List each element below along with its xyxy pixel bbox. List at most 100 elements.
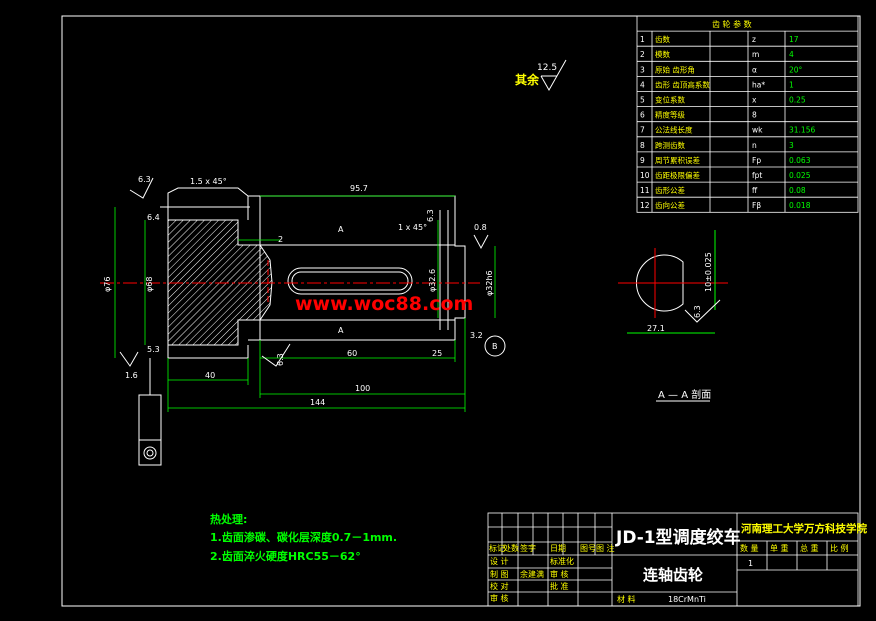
param-name: 跨测齿数 [655, 140, 685, 150]
tb-cell-c2: 处数 [503, 543, 519, 553]
param-symbol: fpt [752, 171, 762, 180]
tb-cell-g2: 批 准 [550, 581, 569, 591]
param-symbol: Fβ [752, 201, 761, 210]
tb-cell-f1: 校 对 [490, 581, 509, 591]
section-label: A — A 剖面 [658, 388, 711, 401]
param-symbol: wk [752, 126, 763, 135]
border-frame [61, 15, 861, 607]
param-value: 0.018 [789, 201, 811, 210]
tb-cell-d2: 标准化 [550, 556, 574, 566]
param-value: 0.08 [789, 186, 806, 195]
param-no: 3 [640, 65, 645, 74]
param-name: 周节累积误差 [655, 155, 700, 165]
param-symbol: n [752, 141, 757, 150]
dim-roughness-top-left: 6.3 [138, 175, 151, 184]
param-name: 变位系数 [655, 95, 685, 105]
param-no: 11 [640, 186, 650, 195]
tb-qty-value: 1 [748, 559, 753, 568]
tb-cell-c4: 日期 [550, 544, 566, 553]
dim-datum-b: B [492, 342, 498, 351]
dimensions [114, 195, 496, 412]
param-name: 齿形公差 [655, 185, 685, 195]
watermark: www.woc88.com [295, 293, 473, 315]
param-name: 原始 齿形角 [655, 64, 695, 74]
param-value: 0.063 [789, 156, 811, 165]
dim-section-a-top: A [338, 225, 344, 234]
dim-95-7: 95.7 [350, 184, 368, 193]
title-block-text: JD-1型调度绞车 连轴齿轮 河南理工大学万方科技学院 18CrMnTi 标记 … [489, 522, 867, 604]
param-symbol: ff [752, 186, 758, 195]
param-value: 0.025 [789, 171, 811, 180]
dim-3-2: 3.2 [470, 331, 483, 340]
dim-dia-left-outer: φ76 [103, 277, 112, 292]
tolerance-frame [138, 358, 162, 466]
tb-cell-e1: 制 图 [490, 569, 509, 579]
school-name: 河南理工大学万方科技学院 [741, 522, 867, 535]
param-name: 齿数 [655, 34, 670, 44]
param-name: 精度等级 [655, 110, 685, 120]
remainder-roughness-value: 12.5 [537, 63, 557, 73]
material-value: 18CrMnTi [668, 595, 706, 604]
param-no: 1 [640, 35, 645, 44]
param-symbol: z [752, 35, 756, 44]
dim-60: 60 [347, 349, 357, 358]
title-block [487, 512, 859, 607]
tb-cell-e2: 余建满 [520, 569, 544, 579]
remainder-roughness-label: 其余 [515, 72, 540, 87]
param-symbol: ha* [752, 80, 765, 89]
section-roughness: 6.3 [693, 305, 702, 318]
dim-roughness-right: 0.8 [474, 223, 487, 232]
tb-cell-c3: 签字 [520, 543, 536, 553]
param-value: 31.156 [789, 126, 815, 135]
section-key-depth: 27.1 [647, 324, 665, 333]
dim-chamfer-right: 1 x 45° [398, 223, 427, 232]
dim-roughness-bottom-left: 1.6 [125, 371, 138, 380]
param-no: 10 [640, 171, 650, 180]
param-symbol: Fp [752, 156, 761, 165]
param-no: 8 [640, 141, 645, 150]
dim-section-a-bottom: A [338, 326, 344, 335]
params-table-title: 齿 轮 参 数 [712, 19, 752, 29]
roughness-symbol [540, 59, 567, 92]
param-no: 5 [640, 96, 645, 105]
dim-40: 40 [205, 371, 215, 380]
param-value: 4 [789, 50, 794, 59]
dim-dia-right: φ32h6 [485, 270, 494, 296]
dim-dia-left-inner: φ68 [145, 277, 154, 292]
tb-cell-e3: 审 核 [550, 569, 569, 579]
tb-cell-c1: 标记 [489, 543, 505, 553]
tb-cell-g1: 审 核 [490, 593, 509, 603]
tb-weight-label: 单 重 [770, 543, 789, 553]
param-value: 0.25 [789, 96, 806, 105]
dim-25: 25 [432, 349, 442, 358]
param-no: 7 [640, 126, 645, 135]
section-view: 10±0.025 27.1 6.3 A — A 剖面 [618, 230, 728, 402]
param-name: 公法线长度 [655, 125, 693, 135]
param-symbol: x [752, 96, 757, 105]
param-name: 齿距极限偏差 [655, 170, 700, 180]
gear-shaft-view [100, 187, 480, 359]
param-symbol: α [752, 65, 757, 74]
dim-144: 144 [310, 398, 325, 407]
tb-qty-label: 数 量 [740, 543, 759, 553]
tech-req-line2: 2.齿面淬火硬度HRC55－62° [210, 549, 361, 563]
dim-5-3: 5.3 [147, 345, 160, 354]
tech-requirements: 热处理: 1.齿面渗碳、碳化层深度0.7－1mm. 2.齿面淬火硬度HRC55－… [210, 512, 397, 563]
product-name: JD-1型调度绞车 [615, 527, 741, 548]
param-value: 20° [789, 65, 803, 74]
tb-total-label: 总 重 [800, 543, 819, 553]
param-no: 9 [640, 156, 645, 165]
param-name: 齿向公差 [655, 200, 685, 210]
param-value: 17 [789, 35, 799, 44]
param-no: 2 [640, 50, 645, 59]
section-key-width: 10±0.025 [704, 252, 713, 292]
tb-cell-c5: 图号 [580, 544, 596, 553]
dim-100: 100 [355, 384, 370, 393]
dim-2: 2 [278, 235, 283, 244]
param-no: 6 [640, 111, 645, 120]
tech-req-line1: 1.齿面渗碳、碳化层深度0.7－1mm. [210, 530, 397, 544]
param-value: 3 [789, 141, 794, 150]
keyway-slot [287, 267, 413, 295]
